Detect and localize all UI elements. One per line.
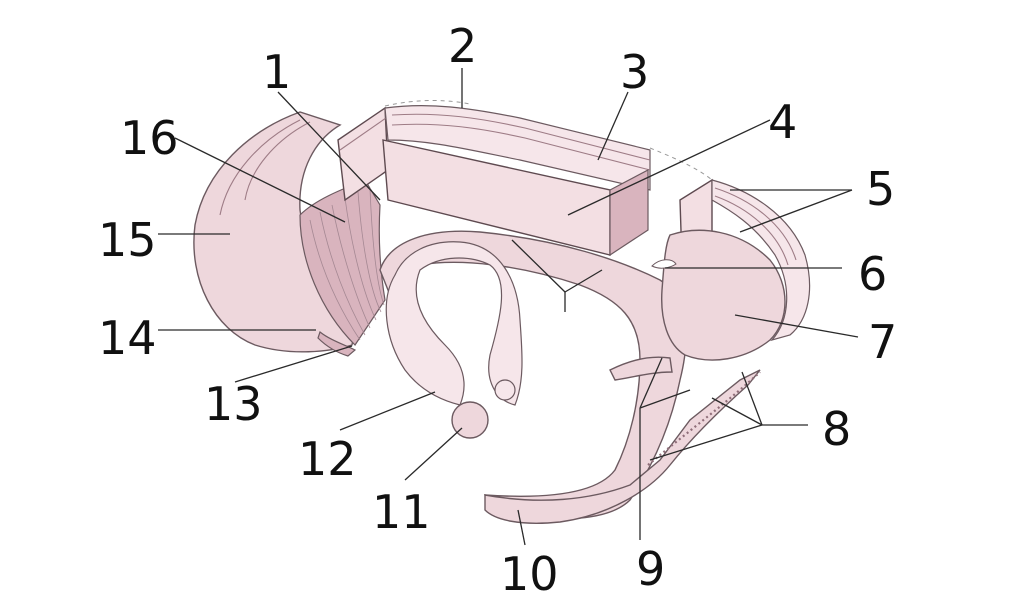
label-9: 9 <box>636 542 665 596</box>
label-11: 11 <box>372 485 431 539</box>
leader-11 <box>404 427 463 481</box>
label-4: 4 <box>768 95 797 149</box>
finger-projection <box>609 356 673 381</box>
small-knob <box>494 379 516 401</box>
label-6: 6 <box>858 247 887 301</box>
leader-16 <box>174 137 346 223</box>
label-5: 5 <box>866 162 895 216</box>
label-15: 15 <box>98 213 157 267</box>
stripe-c <box>339 117 387 151</box>
label-14: 14 <box>98 311 157 365</box>
leader-9a <box>639 357 663 409</box>
posterior-rounded-mass <box>661 229 786 361</box>
leader-13 <box>234 345 353 383</box>
central-block-side <box>609 169 649 257</box>
label-8: 8 <box>822 402 851 456</box>
stripe-d <box>391 113 651 161</box>
stripe-a <box>219 119 301 216</box>
leader-4 <box>567 119 771 216</box>
number-labels: 1 2 3 4 5 6 7 8 9 10 11 12 13 14 15 16 <box>98 19 897 596</box>
leader-8c <box>649 424 763 461</box>
leader-bracket-b <box>564 269 603 293</box>
leader-5b <box>739 189 853 233</box>
dashed-outline-right <box>649 147 713 181</box>
leader-9b <box>639 389 691 409</box>
leader-7 <box>734 314 859 338</box>
label-1: 1 <box>262 45 291 99</box>
label-13: 13 <box>204 377 263 431</box>
stripe-e <box>391 123 651 171</box>
leader-3 <box>597 91 629 161</box>
label-7: 7 <box>868 315 897 369</box>
lower-notch <box>317 330 357 357</box>
leader-8b <box>711 397 763 426</box>
leader-bracket-a <box>511 239 566 293</box>
lower-tail <box>484 369 761 524</box>
label-10: 10 <box>500 547 559 596</box>
stripe-g <box>714 195 789 266</box>
label-16: 16 <box>120 111 179 165</box>
beaded-fiber-strand <box>647 371 761 466</box>
stripe-b <box>244 121 311 201</box>
hook-structure <box>385 241 523 406</box>
leader-12 <box>339 391 436 431</box>
label-3: 3 <box>620 45 649 99</box>
upper-band <box>384 105 651 191</box>
small-opening <box>651 259 677 269</box>
dashed-outline-left <box>384 100 471 107</box>
leader-lines <box>158 68 859 546</box>
label-12: 12 <box>298 432 357 486</box>
leader-10 <box>517 509 526 546</box>
stripe-f <box>714 187 797 261</box>
label-2: 2 <box>448 19 477 73</box>
fan-fibers <box>309 187 385 341</box>
leader-1 <box>277 91 381 201</box>
leader-8a <box>741 371 763 426</box>
